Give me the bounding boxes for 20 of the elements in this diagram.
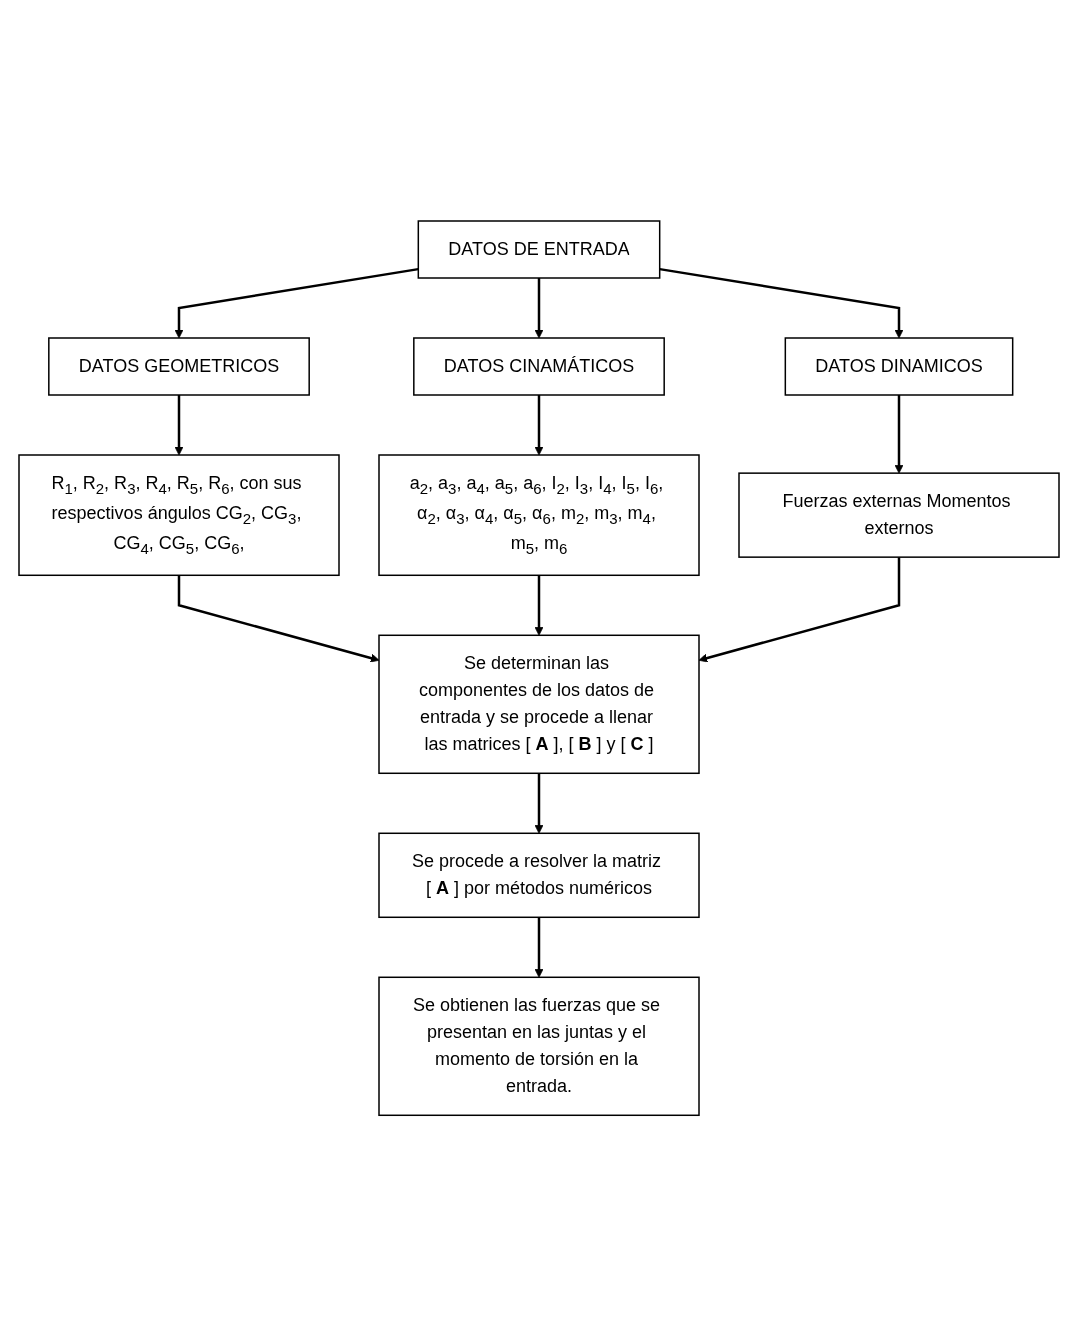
node-box: a$_{2}$, a$_{3}$, a$_{4}$, a$_{5}$, a$_{6}$, I$_{2}$, I$_{3}$, I$_{4}$, I$_{5}$, I$_{6}$, α$_{2}$, α$_{3}$, α$_{4}$, α$_{5}$, α$_{6}$, m$_{2}$, m$_{3}$, m$_{4}$, m$_{5}$, m$_{6}$ — [378, 454, 700, 576]
node-box: Se procede a resolver la matriz [ A ] por métodos numéricos — [378, 832, 700, 918]
arrow — [174, 267, 419, 339]
arrow — [174, 394, 184, 456]
node-box: R$_{1}$, R$_{2}$, R$_{3}$, R$_{4}$, R$_{5}$, R$_{6}$, con sus respectivos ángulos CG$_{2}$, CG$_{3}$, CG$_{4}$, CG$_{5}$, CG$_{6}$, — [18, 454, 340, 576]
arrow — [534, 575, 544, 636]
node-box: Se determinan las componentes de los datos de entrada y se procede a llenar las matrices [ A ], [ B ] y [ C ] — [378, 634, 700, 774]
node-box: DATOS GEOMETRICOS — [48, 337, 310, 396]
node-box: Se obtienen las fuerzas que se presentan en las juntas y el momento de torsión en la entrada. — [378, 976, 700, 1116]
node-box: DATOS DINAMICOS — [784, 337, 1014, 396]
node-box: DATOS DE ENTRADA — [417, 220, 661, 279]
node-box: Fuerzas externas Momentos externos — [738, 472, 1060, 558]
node-box: DATOS CINAMÁTICOS — [413, 337, 665, 396]
arrow — [894, 394, 904, 474]
arrow — [177, 575, 380, 663]
arrow — [534, 773, 544, 834]
arrow — [659, 267, 904, 339]
arrow — [534, 394, 544, 456]
arrow — [534, 277, 544, 339]
arrow — [534, 917, 544, 978]
